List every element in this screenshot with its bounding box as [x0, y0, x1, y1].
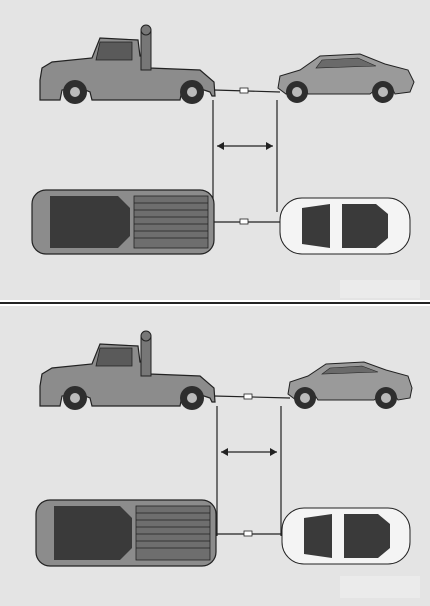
- sedan-top-view-icon: [280, 198, 410, 254]
- panel-bottom: [0, 306, 430, 606]
- panel-top-illustration: [0, 0, 430, 300]
- pickup-top-view-icon: [36, 500, 216, 566]
- pickup-top-view-icon: [32, 190, 214, 254]
- panel-bottom-illustration: [0, 306, 430, 606]
- sedan-top-view-icon: [282, 508, 410, 564]
- panel-top: [0, 0, 430, 300]
